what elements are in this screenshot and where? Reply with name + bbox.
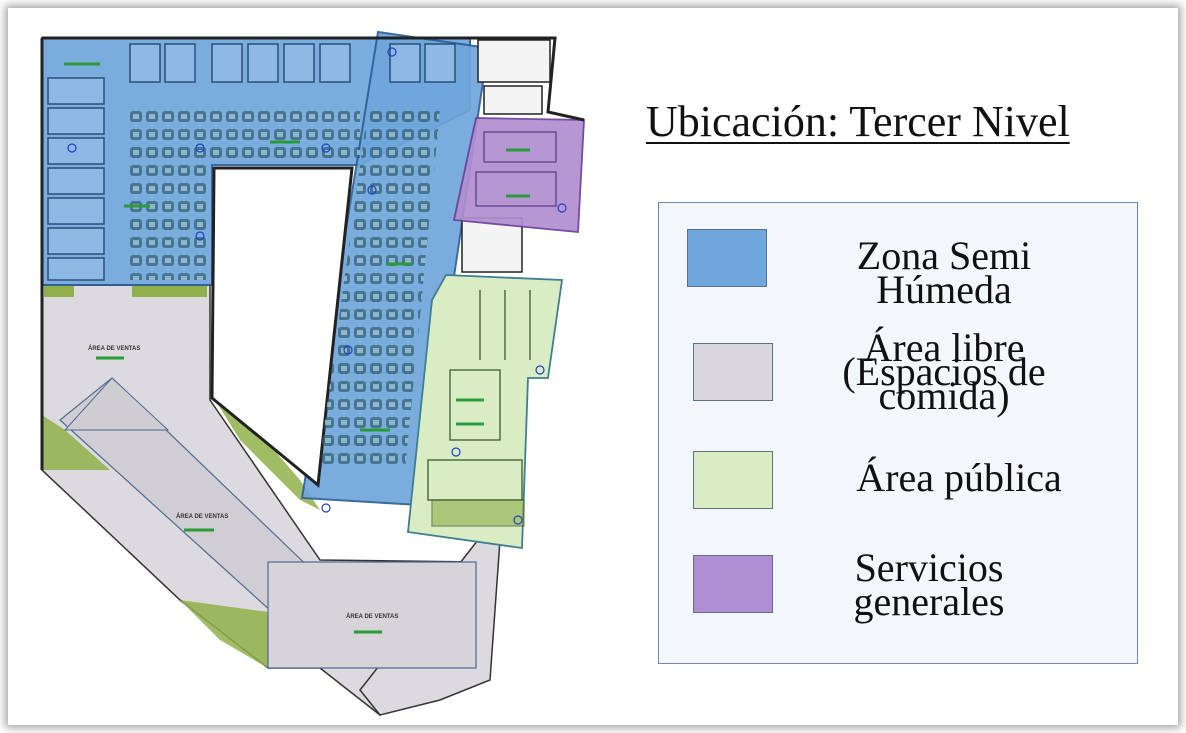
room-label-1: ÁREA DE VENTAS — [88, 345, 140, 352]
room-label-2: ÁREA DE VENTAS — [176, 513, 228, 520]
green-area-center — [212, 395, 320, 510]
legend-box: Zona Semi Húmeda Área libre (Espacios de… — [658, 202, 1138, 664]
legend-line: Húmeda — [876, 267, 1012, 312]
legend-swatch-zona-semi-humeda — [687, 229, 767, 287]
legend-line: Zona Semi — [856, 233, 1032, 278]
sales-area-top-triangle — [63, 377, 170, 431]
legend-line: generales — [853, 579, 1005, 624]
legend-swatch-area-libre — [693, 343, 773, 401]
public-area-detail — [427, 290, 531, 527]
table-grid-left — [130, 160, 210, 280]
room-label-3: ÁREA DE VENTAS — [346, 613, 398, 620]
green-area-left — [42, 415, 110, 470]
legend-line: (Espacios de — [842, 349, 1046, 394]
green-strip-top-left — [44, 285, 74, 297]
service-rooms-top — [461, 39, 551, 273]
legend-line: Área libre — [863, 325, 1025, 370]
markers — [67, 47, 567, 525]
legend-line: Servicios — [854, 545, 1004, 590]
legend-line: comida) — [878, 373, 1010, 418]
stalls-left — [47, 77, 105, 281]
servicios-detail — [475, 131, 557, 207]
table-grid-top — [130, 106, 360, 162]
green-area-bottom-left — [180, 600, 268, 668]
courtyard — [210, 166, 354, 488]
legend-swatch-servicios-generales — [693, 555, 773, 613]
stalls-top — [129, 43, 456, 83]
legend-label-zona-semi-humeda: Zona Semi Húmeda — [809, 233, 1079, 312]
legend-swatch-area-publica — [693, 451, 773, 509]
legend-label-servicios-generales: Servicios generales — [809, 545, 1049, 624]
sales-area-bottom — [267, 561, 477, 669]
page-title: Ubicación: Tercer Nivel — [646, 97, 1070, 146]
label-underlines — [64, 62, 530, 634]
table-grid-diagonal — [318, 108, 440, 470]
servicios-generales — [452, 117, 585, 233]
green-strip-top-mid — [132, 285, 207, 297]
legend-label-area-libre: Área libre (Espacios de comida) — [809, 325, 1079, 418]
area-publica — [407, 274, 564, 550]
outer-walls — [42, 36, 585, 122]
legend-label-area-publica: Área pública — [809, 455, 1109, 500]
legend-line: Área pública — [856, 455, 1062, 500]
